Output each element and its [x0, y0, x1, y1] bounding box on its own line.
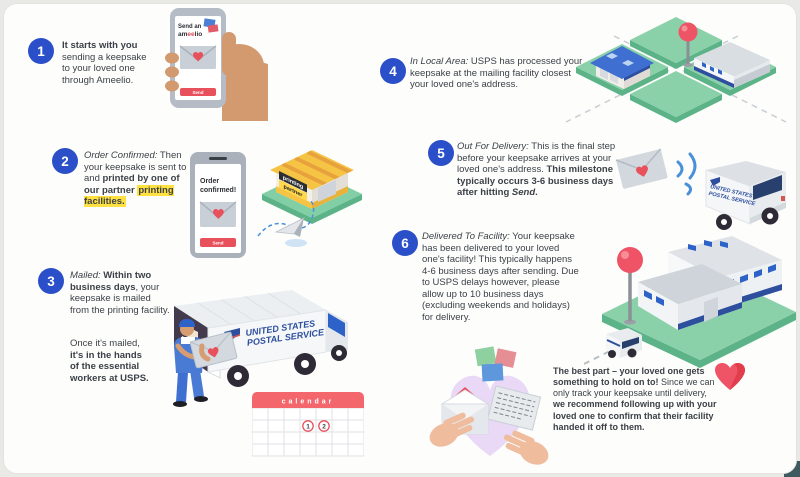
thumb — [222, 32, 236, 76]
green-square — [474, 346, 497, 367]
step-6-text: Delivered To Facility: Your keepsake has… — [422, 231, 579, 324]
calendar-day-2: 2 — [322, 424, 326, 431]
envelope-icon — [199, 201, 237, 227]
step-3-text: Mailed: Within two business days, your k… — [70, 270, 170, 316]
order-confirmed-phone-illustration: Order confirmed! Send — [190, 152, 246, 258]
usps-truck-illustration: UNITED STATES POSTAL SERVICE — [173, 290, 348, 407]
postal-worker — [173, 319, 238, 407]
left-hand — [429, 412, 475, 447]
local-area-map-illustration — [565, 17, 787, 123]
big-envelope-icon — [189, 331, 238, 369]
usps-eagle-icon — [710, 177, 720, 186]
step-3-text-2: Once it's mailed, it's in the hands of t… — [70, 338, 149, 384]
step-4-badge: 4 — [380, 58, 406, 84]
out-for-delivery-illustration: UNITED STATES POSTAL SERVICE — [615, 148, 786, 230]
usps-van: UNITED STATES POSTAL SERVICE — [705, 161, 786, 230]
facility-illustration — [584, 236, 796, 368]
send-button: Send — [200, 238, 236, 247]
step-2-text: Order Confirmed: Then your keepsake is s… — [84, 150, 187, 208]
small-usps-van — [606, 328, 642, 358]
right-hand — [503, 430, 549, 465]
calendar-title: calendar — [282, 399, 335, 406]
flying-envelope-icon — [615, 148, 668, 189]
cap-icon — [179, 319, 195, 327]
step-2-badge: 2 — [52, 148, 78, 174]
letter — [487, 385, 542, 431]
svg-text:confirmed!: confirmed! — [200, 187, 236, 194]
step-3-badge: 3 — [38, 268, 64, 294]
step-1-text: It starts with you sending a keepsake to… — [62, 40, 147, 86]
envelope-icon — [179, 45, 217, 69]
postcard-icon — [207, 24, 219, 33]
step-4-text: In Local Area: USPS has processed your k… — [410, 56, 583, 91]
step-5-badge: 5 — [428, 140, 454, 166]
phone-1: Send an ameelio Send — [170, 8, 226, 108]
post-office-building — [590, 46, 654, 89]
blue-square — [481, 363, 504, 382]
facility-building — [638, 236, 782, 330]
send-button: Send — [180, 88, 216, 96]
motion-lines — [676, 152, 697, 196]
final-note-text: The best part – your loved one gets some… — [553, 366, 717, 432]
keepsake-hands-illustration — [429, 346, 549, 465]
svg-text:Send: Send — [212, 241, 223, 246]
step-5-text: Out For Delivery: This is the final step… — [457, 141, 616, 199]
hand-phone-illustration: Send an ameelio Send — [165, 8, 268, 121]
printing-partner-sign: printing partner — [279, 171, 307, 202]
order-confirmed-label: Order — [200, 178, 219, 185]
map-pin-icon — [678, 22, 698, 67]
ameelio-wordmark: ameelio — [178, 31, 202, 38]
calendar-day-1: 1 — [306, 424, 310, 431]
step-6-badge: 6 — [392, 230, 418, 256]
heart-icon — [715, 363, 745, 390]
printing-partner-illustration: printing partner — [257, 150, 362, 247]
send-an-label: Send an — [178, 24, 202, 30]
mail-facility-building — [694, 42, 770, 88]
svg-text:Send: Send — [192, 90, 203, 95]
calendar-illustration: calendar 1 2 — [252, 392, 364, 457]
flight-path — [257, 199, 315, 237]
pink-square — [494, 348, 517, 368]
step-1-badge: 1 — [28, 38, 54, 64]
map-pin-icon — [617, 247, 643, 325]
paper-plane-icon — [274, 217, 306, 237]
